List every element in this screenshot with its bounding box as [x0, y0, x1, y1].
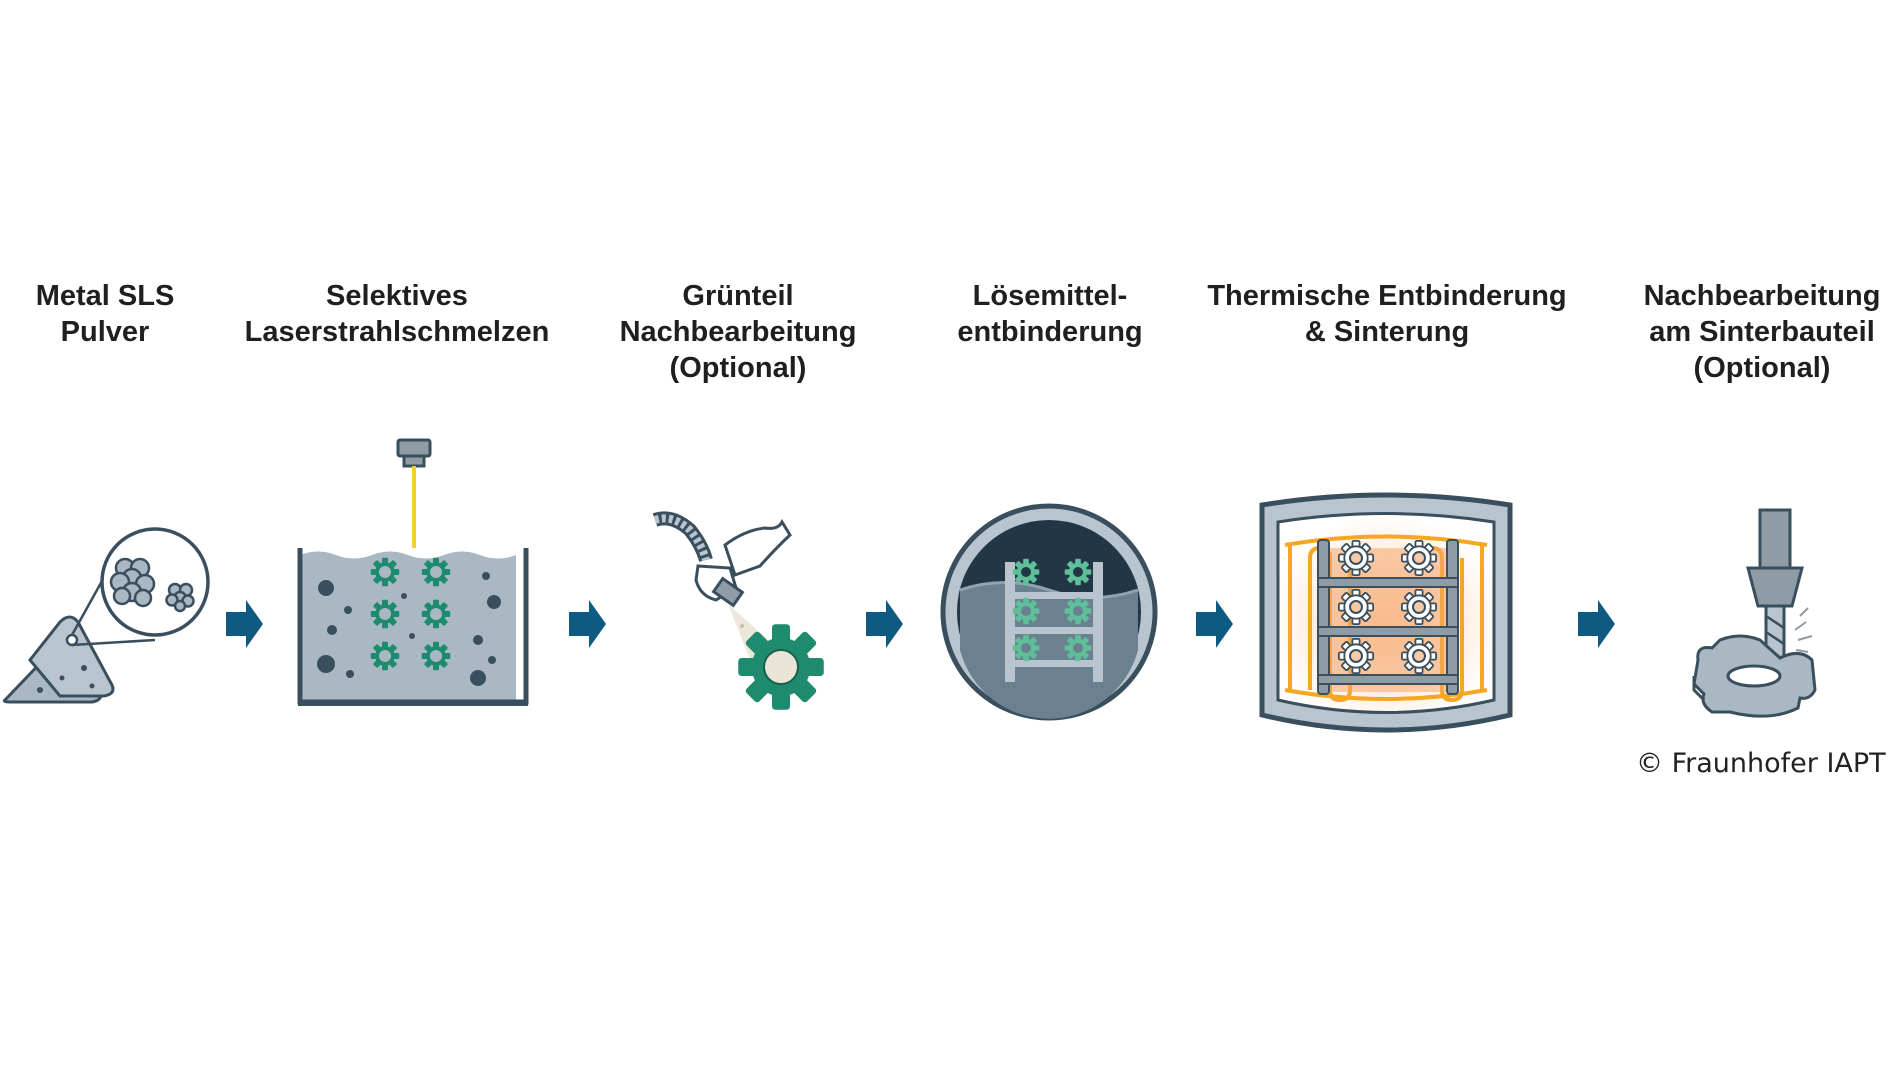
milling-tool-icon [1692, 508, 1817, 718]
powder-pile-icon [2, 615, 115, 704]
step-title-selective-laser-melting: Selektives Laserstrahlschmelzen [244, 280, 550, 348]
arrow-right-icon [866, 600, 903, 648]
magnifier-icon [70, 527, 210, 647]
hand-sprayer-icon [652, 511, 792, 680]
step-title-solvent-debinding: Lösemittel- entbinderung [957, 280, 1143, 348]
powder-bed-icon [297, 548, 529, 706]
copyright-credit: © Fraunhofer IAPT [1636, 748, 1886, 779]
gear-icon [738, 624, 824, 710]
laser-head-icon [396, 438, 432, 548]
sinter-furnace-icon [1259, 492, 1513, 733]
arrow-right-icon [1196, 600, 1233, 648]
arrow-right-icon [1578, 600, 1615, 648]
step-title-metal-sls-powder: Metal SLS Pulver [35, 280, 175, 348]
step-title-sintered-part-postprocessing: Nachbearbeitung am Sinterbauteil (Option… [1643, 280, 1881, 384]
step-title-thermal-debinding-sintering: Thermische Entbinderung & Sinterung [1207, 280, 1567, 348]
arrow-right-icon [569, 600, 606, 648]
arrow-right-icon [226, 600, 263, 648]
step-title-green-part-postprocessing: Grünteil Nachbearbeitung (Optional) [619, 280, 857, 384]
solvent-tank-icon [940, 503, 1158, 721]
